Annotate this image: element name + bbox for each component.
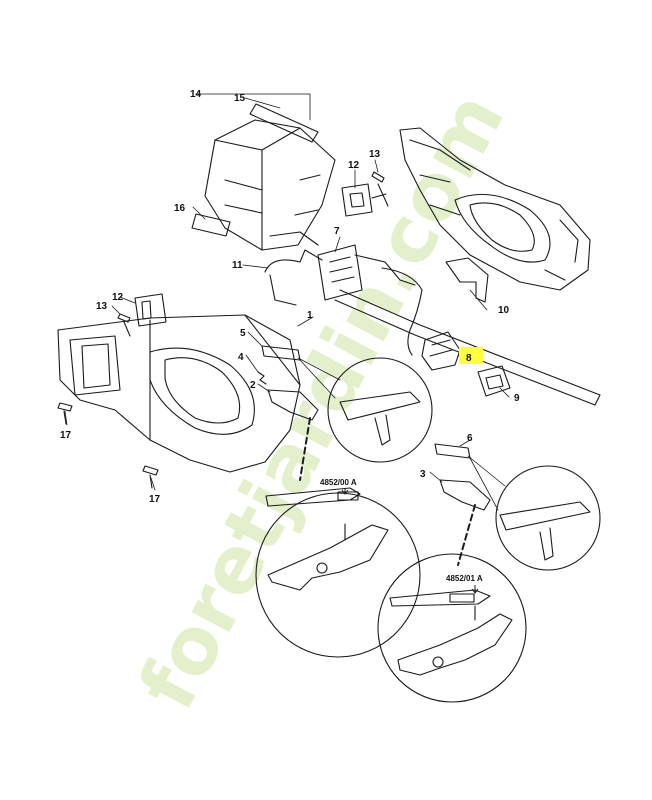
part-9 <box>477 365 511 397</box>
trigger-3 <box>439 479 491 511</box>
callout-4: 4 <box>238 352 244 363</box>
callout-16: 16 <box>174 203 186 214</box>
callout-2: 2 <box>250 380 256 391</box>
rear-handle-housing <box>399 127 591 291</box>
callout-14: 14 <box>190 89 202 100</box>
callout-13-top: 13 <box>369 149 381 160</box>
highlight-box <box>459 347 483 364</box>
detail-circle-a <box>327 357 433 463</box>
label-plate-16 <box>191 213 231 237</box>
callout-15: 15 <box>234 93 246 104</box>
detail-circle-b <box>495 465 601 571</box>
tool-code-4852-00: 4852/00 A <box>320 478 357 487</box>
callout-13-left: 13 <box>96 301 108 312</box>
screw-13-left <box>117 313 131 337</box>
watermark: foretjardin.com <box>122 79 522 724</box>
callout-7: 7 <box>334 226 340 237</box>
top-cover-part <box>204 119 336 251</box>
callout-17-left: 17 <box>60 430 72 441</box>
label-strip-15 <box>249 103 319 143</box>
hinge-12-left <box>134 293 167 327</box>
cable-wire <box>381 267 423 356</box>
callout-labels: 14 15 16 11 12 13 7 1 10 8 9 12 13 5 4 2… <box>60 89 520 505</box>
callout-9: 9 <box>514 393 520 404</box>
callout-10: 10 <box>498 305 510 316</box>
detail-connector-2 <box>467 455 506 511</box>
callout-1: 1 <box>307 310 313 321</box>
trigger-6 <box>434 443 471 459</box>
detail-circle-d <box>377 553 527 703</box>
main-housing-half <box>57 314 301 473</box>
detail-circle-c <box>255 487 421 658</box>
tool-arrow-right <box>471 585 479 594</box>
bracket-10 <box>445 257 489 303</box>
spring-4 <box>257 371 267 385</box>
callout-6: 6 <box>467 433 473 444</box>
callout-11: 11 <box>232 260 243 271</box>
callout-5: 5 <box>240 328 246 339</box>
wire-11 <box>264 249 323 306</box>
watermark-text: foretjardin.com <box>122 79 522 724</box>
screw-13-top <box>371 171 389 207</box>
trigger-2 <box>267 389 319 421</box>
part-8 <box>421 331 461 371</box>
cable-rod <box>334 289 601 406</box>
tool-code-4852-01: 4852/01 A <box>446 574 483 583</box>
callout-8: 8 <box>466 353 472 364</box>
callout-12-top: 12 <box>348 160 360 171</box>
callout-12-left: 12 <box>112 292 124 303</box>
callout-3: 3 <box>420 469 426 480</box>
detail-connector-1 <box>297 357 341 399</box>
module-7 <box>317 244 416 301</box>
screw-17-bottom <box>142 465 159 489</box>
callout-17-bottom: 17 <box>149 494 161 505</box>
switch-12-top <box>341 183 373 217</box>
detail-connector-3 <box>299 417 311 481</box>
tool-arrow-left <box>341 489 349 495</box>
screw-17-left <box>57 402 73 425</box>
detail-connector-4 <box>457 504 476 566</box>
